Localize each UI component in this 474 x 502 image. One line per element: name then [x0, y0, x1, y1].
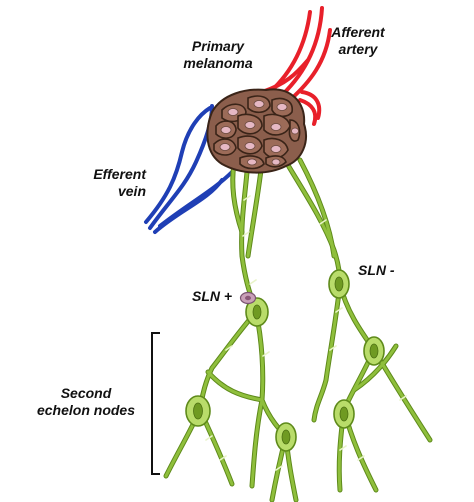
second-echelon-label: Second echelon nodes — [30, 385, 142, 419]
metastasis-deposit — [239, 291, 257, 305]
second-echelon-label-line1: Second — [60, 385, 112, 401]
lymphatic-vessels — [163, 157, 433, 502]
sln-negative-node — [328, 269, 350, 299]
sln-negative-label: SLN - — [358, 262, 395, 279]
efferent-vein-label-line2: vein — [117, 183, 146, 199]
second-echelon-node — [333, 399, 355, 429]
second-echelon-node — [363, 336, 385, 366]
primary-melanoma-label-line1: Primary — [191, 38, 245, 54]
second-echelon-node — [275, 422, 297, 452]
afferent-artery-label-line1: Afferent — [331, 24, 385, 40]
efferent-vein-label: Efferent vein — [86, 166, 146, 200]
lymph-nodes — [185, 269, 385, 452]
sln-positive-label-text: SLN + — [192, 288, 233, 304]
second-echelon-label-line2: echelon nodes — [36, 402, 136, 418]
primary-melanoma-tumor — [206, 88, 307, 174]
efferent-vein-label-line1: Efferent — [93, 166, 146, 182]
afferent-artery-label-line2: artery — [338, 41, 378, 57]
sln-positive-node — [239, 291, 269, 327]
afferent-artery-label: Afferent artery — [318, 24, 398, 58]
second-echelon-node — [185, 395, 211, 427]
afferent-artery — [260, 6, 332, 126]
sln-negative-label-text: SLN - — [358, 262, 395, 278]
sln-positive-label: SLN + — [192, 288, 232, 305]
primary-melanoma-label: Primary melanoma — [168, 38, 268, 72]
second-echelon-bracket — [151, 332, 160, 475]
primary-melanoma-label-line2: melanoma — [183, 55, 253, 71]
